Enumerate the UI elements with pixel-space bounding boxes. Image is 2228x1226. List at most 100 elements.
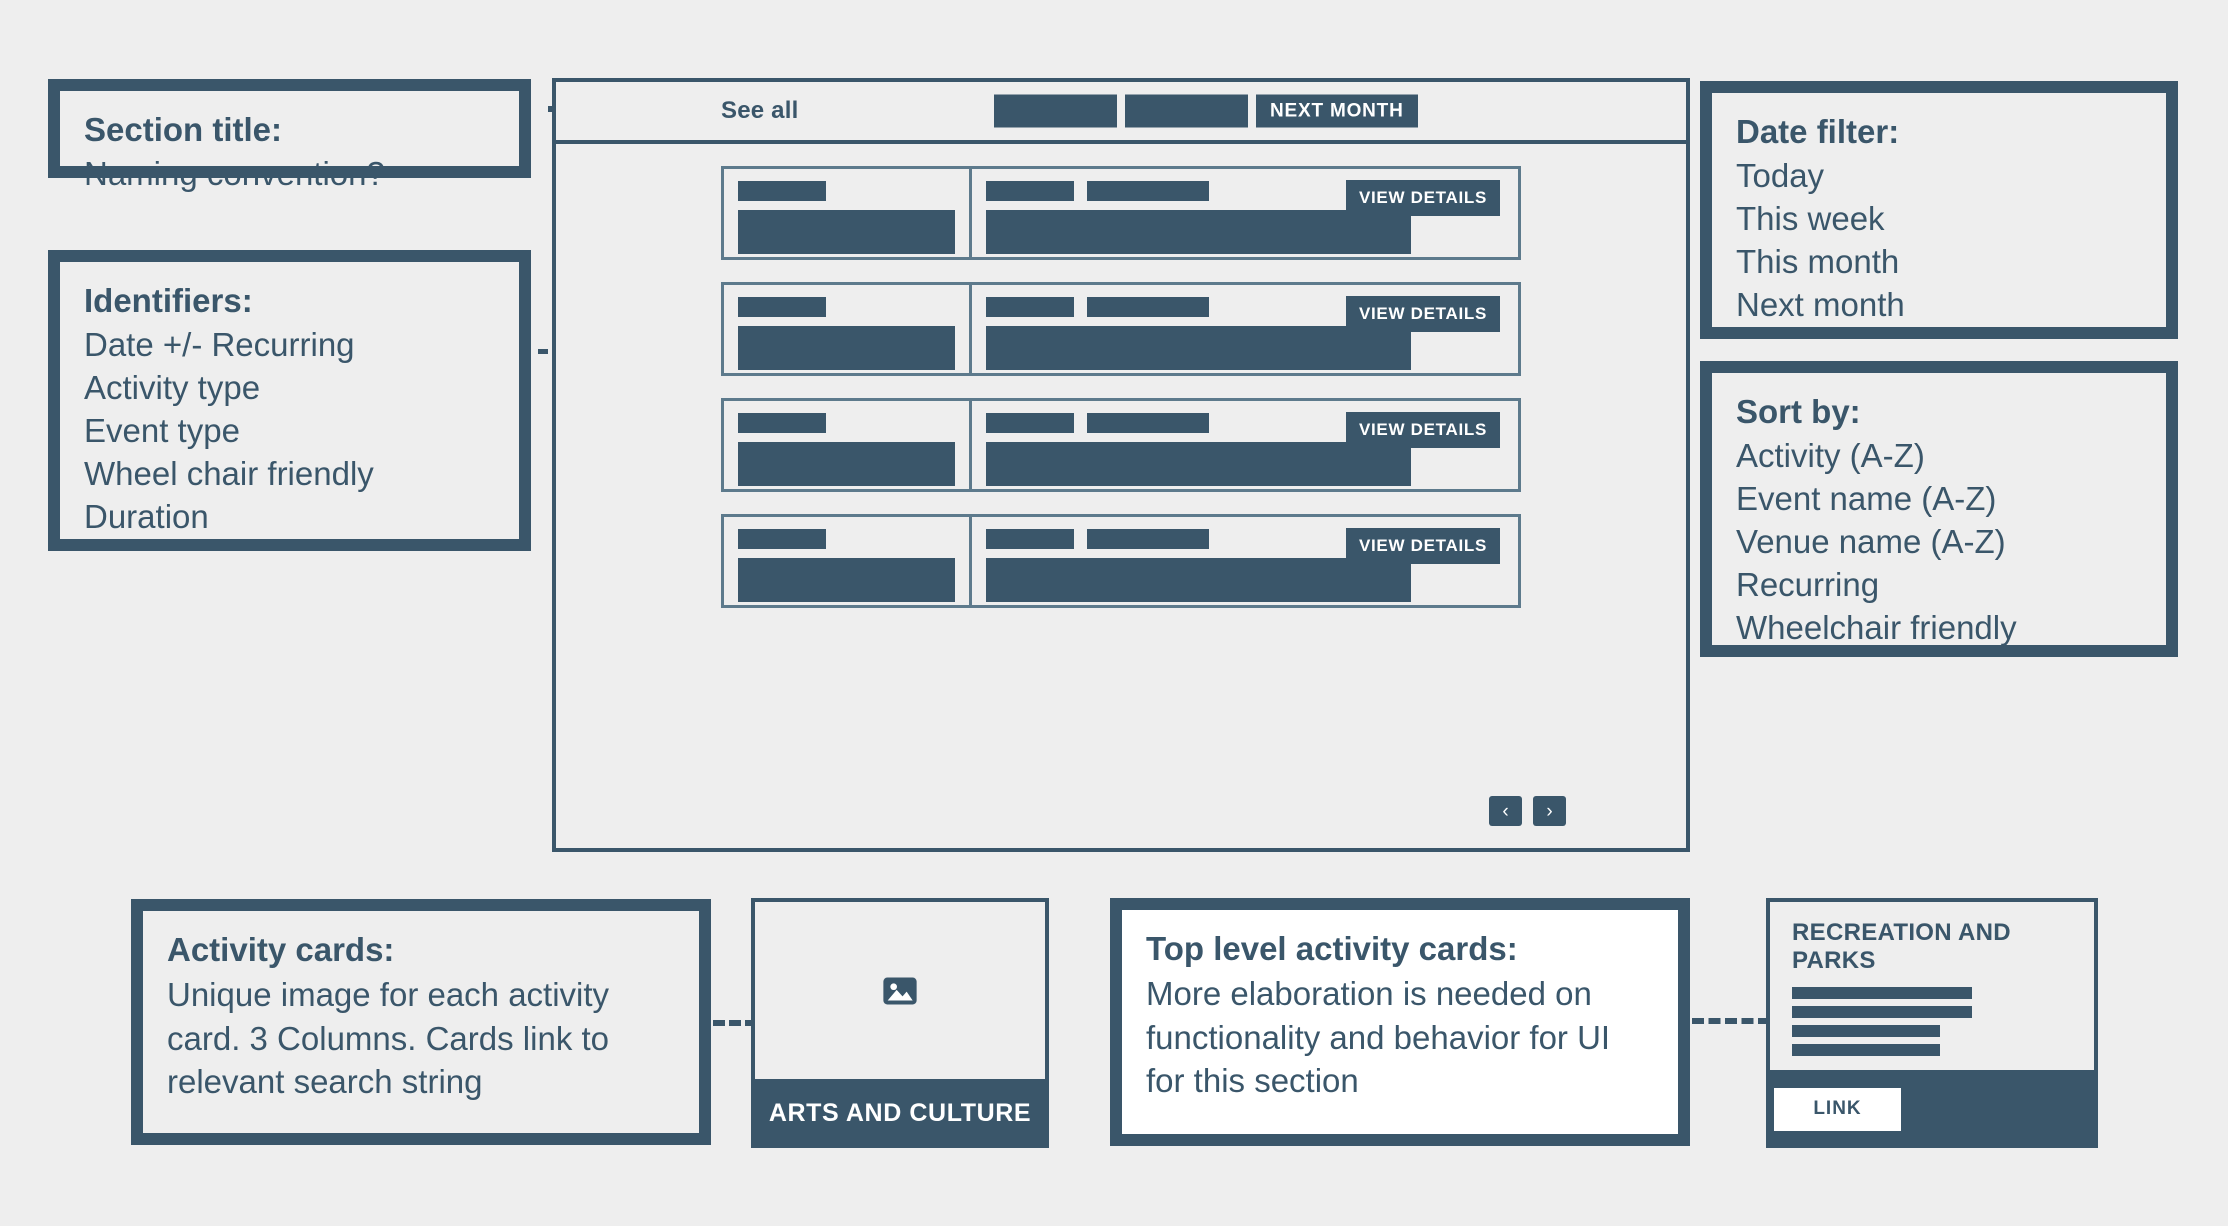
event-row-date-cell <box>724 401 972 489</box>
date-filter-heading: Date filter: <box>1736 113 1900 150</box>
see-all-link[interactable]: See all <box>721 97 799 124</box>
identifiers-item-1: Activity type <box>84 369 261 407</box>
image-placeholder-icon <box>883 977 917 1004</box>
event-tag-chip-2 <box>1087 529 1209 549</box>
toolbar-filter-button-1[interactable] <box>994 94 1117 128</box>
event-tag-chip-2 <box>1087 181 1209 201</box>
event-tag-chip-2 <box>1087 413 1209 433</box>
recreation-and-parks-title: RECREATION AND PARKS <box>1792 919 2011 974</box>
event-tag-chip-1 <box>986 529 1074 549</box>
event-row-detail-cell: VIEW DETAILS <box>972 285 1518 373</box>
view-details-button[interactable]: VIEW DETAILS <box>1345 180 1500 216</box>
recreation-and-parks-body: RECREATION AND PARKS <box>1770 902 2094 1070</box>
event-tag-chip-1 <box>986 181 1074 201</box>
pagination: ‹ › <box>1489 796 1566 826</box>
top-level-activity-cards-body: More elaboration is needed on functional… <box>1146 975 1611 1100</box>
date-filter-annotation-inner: Date filter: Today This week This month … <box>1709 90 2169 330</box>
event-row-detail-cell: VIEW DETAILS <box>972 517 1518 605</box>
activity-card-arts-and-culture[interactable]: ARTS AND CULTURE <box>751 898 1049 1148</box>
date-filter-option-this-week[interactable]: This week <box>1736 200 1885 238</box>
date-filter-annotation: Date filter: Today This week This month … <box>1700 81 2178 339</box>
event-list: VIEW DETAILS VIEW DETAILS <box>556 144 1686 608</box>
event-description-block <box>986 326 1411 370</box>
recreation-and-parks-card[interactable]: RECREATION AND PARKS LINK <box>1766 898 2098 1148</box>
next-month-button[interactable]: NEXT MONTH <box>1256 94 1418 128</box>
event-date-block <box>738 326 955 370</box>
event-tag-chips <box>986 529 1504 549</box>
event-tag-chips <box>986 181 1504 201</box>
event-date-chip <box>738 413 826 433</box>
activity-card-label: ARTS AND CULTURE <box>768 1099 1032 1127</box>
event-row-date-cell <box>724 169 972 257</box>
connector-top-level-to-recparks-card <box>1692 1018 1770 1024</box>
sort-by-option-activity[interactable]: Activity (A-Z) <box>1736 437 1925 475</box>
identifiers-item-2: Event type <box>84 412 240 450</box>
identifiers-annotation-inner: Identifiers: Date +/- Recurring Activity… <box>57 259 522 542</box>
view-details-button[interactable]: VIEW DETAILS <box>1345 296 1500 332</box>
connector-activity-cards-to-card <box>713 1020 757 1026</box>
top-level-activity-cards-annotation-inner: Top level activity cards: More elaborati… <box>1119 907 1681 1137</box>
section-title-annotation: Section title: Naming convention? <box>48 79 531 192</box>
view-details-button[interactable]: VIEW DETAILS <box>1345 412 1500 448</box>
event-row[interactable]: VIEW DETAILS <box>721 398 1521 492</box>
recparks-text-line <box>1792 1005 1972 1018</box>
top-level-activity-cards-heading: Top level activity cards: <box>1146 930 1518 967</box>
identifiers-item-4: Duration <box>84 497 209 535</box>
top-level-activity-cards-annotation: Top level activity cards: More elaborati… <box>1110 898 1690 1146</box>
events-panel: See all NEXT MONTH VIEW DETAILS <box>552 78 1690 852</box>
event-date-block <box>738 442 955 486</box>
date-filter-option-today[interactable]: Today <box>1736 157 1825 195</box>
event-description-block <box>986 442 1411 486</box>
activity-cards-annotation: Activity cards: Unique image for each ac… <box>131 899 711 1145</box>
activity-cards-heading: Activity cards: <box>167 931 395 968</box>
event-date-block <box>738 558 955 602</box>
event-tag-chips <box>986 413 1504 433</box>
activity-cards-body: Unique image for each activity card. 3 C… <box>167 976 610 1101</box>
sort-by-annotation: Sort by: Activity (A-Z) Event name (A-Z)… <box>1700 361 2178 657</box>
date-filter-option-next-month[interactable]: Next month <box>1736 285 1905 323</box>
event-tag-chip-1 <box>986 297 1074 317</box>
section-title-heading: Section title: <box>84 111 283 148</box>
activity-card-image-area <box>755 902 1045 1079</box>
recparks-link-button[interactable]: LINK <box>1774 1087 1901 1131</box>
sort-by-option-wheelchair[interactable]: Wheelchair friendly <box>1736 608 2017 646</box>
sort-by-annotation-inner: Sort by: Activity (A-Z) Event name (A-Z)… <box>1709 370 2169 648</box>
event-date-chip <box>738 297 826 317</box>
recparks-text-line <box>1792 986 1972 999</box>
event-row-detail-cell: VIEW DETAILS <box>972 169 1518 257</box>
sort-by-heading: Sort by: <box>1736 393 1861 430</box>
event-row[interactable]: VIEW DETAILS <box>721 166 1521 260</box>
sort-by-option-event-name[interactable]: Event name (A-Z) <box>1736 480 1997 518</box>
section-title-annotation-inner: Section title: Naming convention? <box>57 88 522 192</box>
event-row[interactable]: VIEW DETAILS <box>721 282 1521 376</box>
section-title-line-0: Naming convention? <box>84 155 385 193</box>
pagination-prev-button[interactable]: ‹ <box>1489 796 1522 826</box>
event-description-block <box>986 210 1411 254</box>
identifiers-heading: Identifiers: <box>84 282 253 319</box>
activity-cards-annotation-inner: Activity cards: Unique image for each ac… <box>140 908 702 1136</box>
event-tag-chip-2 <box>1087 297 1209 317</box>
recparks-text-line <box>1792 1024 1940 1037</box>
event-row-detail-cell: VIEW DETAILS <box>972 401 1518 489</box>
identifiers-item-3: Wheel chair friendly <box>84 454 374 492</box>
sort-by-option-recurring[interactable]: Recurring <box>1736 565 1880 603</box>
event-date-block <box>738 210 955 254</box>
event-row-date-cell <box>724 517 972 605</box>
identifiers-item-0: Date +/- Recurring <box>84 326 355 364</box>
identifiers-annotation: Identifiers: Date +/- Recurring Activity… <box>48 250 531 551</box>
event-tag-chip-1 <box>986 413 1074 433</box>
recreation-and-parks-footer: LINK <box>1766 1070 2098 1148</box>
event-date-chip <box>738 181 826 201</box>
event-row[interactable]: VIEW DETAILS <box>721 514 1521 608</box>
event-row-date-cell <box>724 285 972 373</box>
date-filter-option-this-month[interactable]: This month <box>1736 243 1900 281</box>
toolbar-filter-button-2[interactable] <box>1125 94 1248 128</box>
sort-by-option-venue-name[interactable]: Venue name (A-Z) <box>1736 523 2006 561</box>
panel-toolbar: See all NEXT MONTH <box>556 82 1686 144</box>
event-date-chip <box>738 529 826 549</box>
toolbar-filter-buttons: NEXT MONTH <box>994 94 1418 128</box>
pagination-next-button[interactable]: › <box>1533 796 1566 826</box>
event-description-block <box>986 558 1411 602</box>
event-tag-chips <box>986 297 1504 317</box>
view-details-button[interactable]: VIEW DETAILS <box>1345 528 1500 564</box>
